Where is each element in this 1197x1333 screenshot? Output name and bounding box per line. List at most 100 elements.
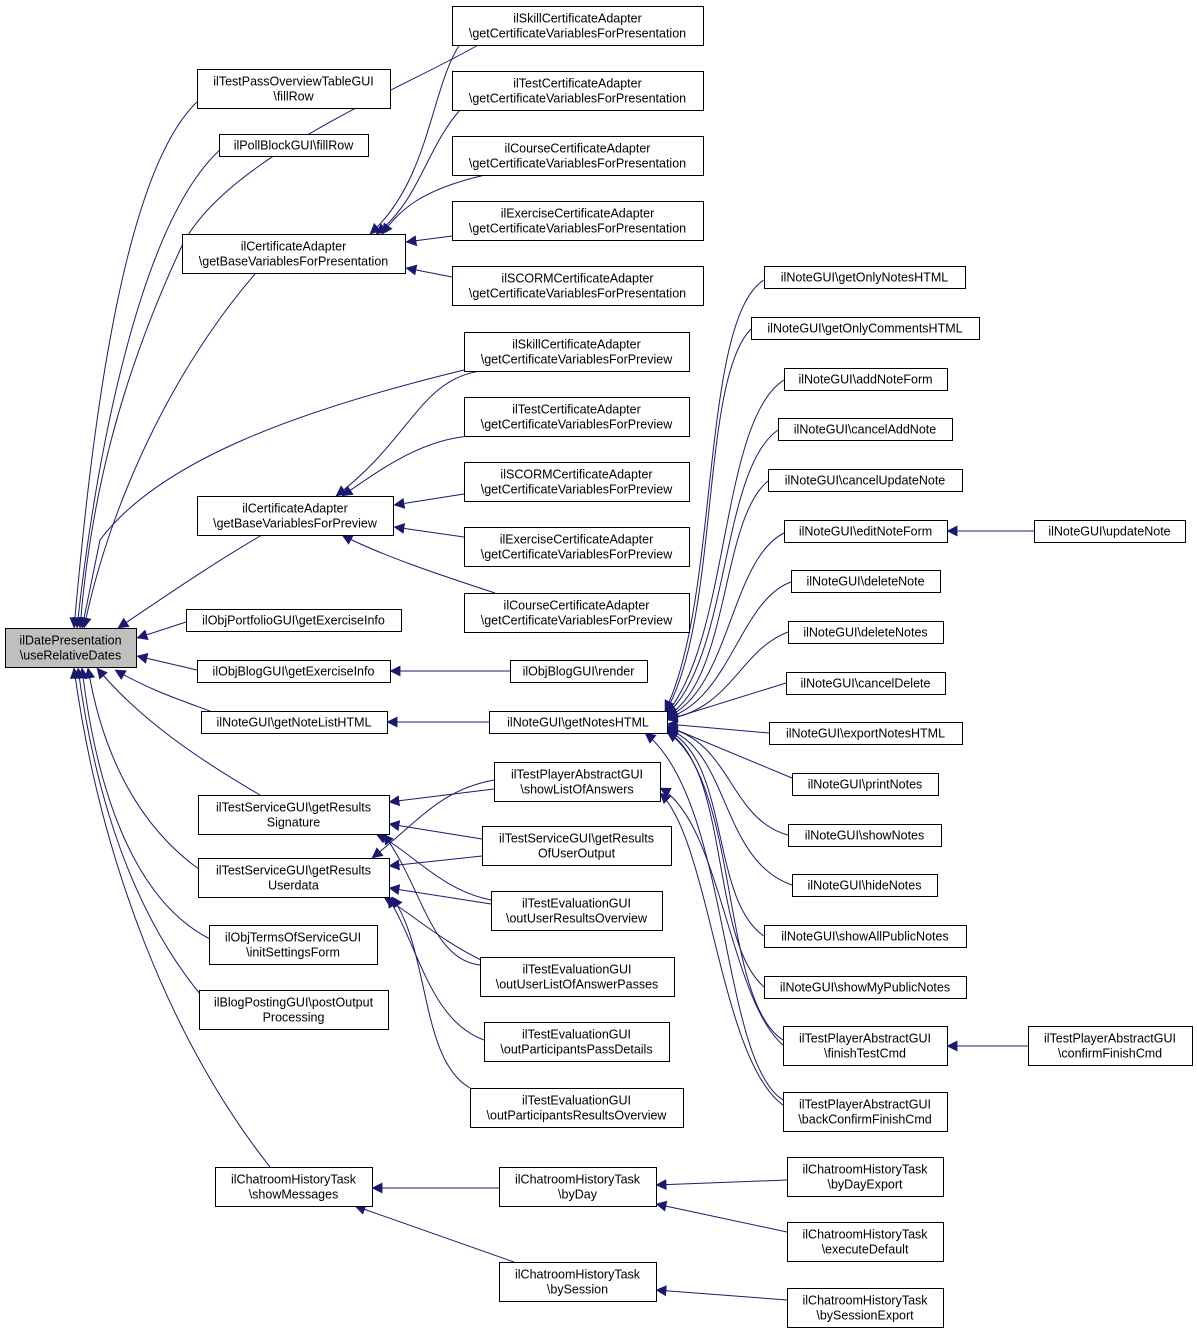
node-label-line: \getCertificateVariablesForPresentation [469, 222, 686, 236]
node-box [784, 368, 948, 391]
node-label-line: ilChatroomHistoryTask [515, 1173, 641, 1187]
node-label-line: ilPollBlockGUI\fillRow [234, 139, 354, 153]
node-label-line: ilTestCertificateAdapter [512, 403, 641, 417]
node-box [494, 762, 661, 802]
node-teuro[interactable]: ilTestEvaluationGUI\outUserResultsOvervi… [491, 891, 663, 931]
node-n_dn[interactable]: ilNoteGUI\deleteNote [791, 570, 941, 593]
node-label-line: ilCourseCertificateAdapter [505, 142, 651, 156]
node-label-line: \getBaseVariablesForPreview [213, 517, 378, 531]
node-skp[interactable]: ilSkillCertificateAdapter\getCertificate… [452, 6, 704, 46]
node-obr[interactable]: ilObjBlogGUI\render [510, 660, 648, 683]
node-poll[interactable]: ilPollBlockGUI\fillRow [219, 134, 369, 157]
node-tpcf[interactable]: ilTestPlayerAbstractGUI\confirmFinishCmd [1028, 1026, 1193, 1066]
node-otos[interactable]: ilObjTermsOfServiceGUI\initSettingsForm [209, 925, 378, 965]
node-n_cd[interactable]: ilNoteGUI\cancelDelete [786, 672, 946, 695]
edge-n_sap-to-ngn [666, 729, 765, 937]
edge-cabp-to-root [80, 249, 278, 629]
node-chsm[interactable]: ilChatroomHistoryTask\showMessages [215, 1167, 373, 1207]
node-root[interactable]: ilDatePresentation\useRelativeDates [5, 628, 137, 668]
node-skv[interactable]: ilSkillCertificateAdapter\getCertificate… [464, 332, 690, 372]
node-box [787, 1157, 944, 1197]
node-box [482, 826, 672, 866]
node-scp[interactable]: ilSCORMCertificateAdapter\getCertificate… [452, 266, 704, 306]
node-n_can[interactable]: ilNoteGUI\cancelAddNote [778, 418, 953, 441]
node-label-line: ilCertificateAdapter [241, 240, 347, 254]
node-obg[interactable]: ilObjBlogGUI\getExerciseInfo [197, 660, 391, 683]
node-n_cun[interactable]: ilNoteGUI\cancelUpdateNote [768, 469, 963, 492]
edge-n_anf-to-ngn [665, 379, 785, 715]
edge-skp-to-cabp [369, 43, 461, 235]
node-label-line: ilNoteGUI\deleteNotes [803, 626, 927, 640]
node-box [198, 795, 390, 835]
node-opf[interactable]: ilObjPortfolioGUI\getExerciseInfo [186, 609, 402, 632]
node-box [783, 1092, 948, 1132]
node-ccp[interactable]: ilCourseCertificateAdapter\getCertificat… [452, 136, 704, 176]
node-ecp[interactable]: ilExerciseCertificateAdapter\getCertific… [452, 201, 704, 241]
node-n_goc[interactable]: ilNoteGUI\getOnlyCommentsHTML [751, 317, 980, 340]
node-box [199, 990, 389, 1030]
node-n_enf[interactable]: ilNoteGUI\editNoteForm [784, 520, 948, 543]
node-box [489, 711, 668, 734]
node-label-line: ilNoteGUI\hideNotes [808, 879, 922, 893]
node-box [1028, 1026, 1193, 1066]
node-tepr[interactable]: ilTestEvaluationGUI\outParticipantsResul… [470, 1088, 684, 1128]
node-n_sn[interactable]: ilNoteGUI\showNotes [788, 824, 942, 847]
node-cabp[interactable]: ilCertificateAdapter\getBaseVariablesFor… [182, 234, 406, 274]
node-box [751, 317, 980, 340]
node-chse[interactable]: ilChatroomHistoryTask\bySessionExport [787, 1288, 944, 1328]
node-ched[interactable]: ilChatroomHistoryTask\executeDefault [787, 1222, 944, 1262]
node-scv[interactable]: ilSCORMCertificateAdapter\getCertificate… [464, 462, 690, 502]
node-box [784, 520, 948, 543]
node-label-line: ilExerciseCertificateAdapter [500, 533, 654, 547]
node-tpbc[interactable]: ilTestPlayerAbstractGUI\backConfirmFinis… [783, 1092, 948, 1132]
node-tcv[interactable]: ilTestCertificateAdapter\getCertificateV… [464, 397, 690, 437]
node-n_pn[interactable]: ilNoteGUI\printNotes [792, 773, 939, 796]
node-ngl[interactable]: ilNoteGUI\getNoteListHTML [201, 711, 388, 734]
edge-tpft-to-ngn [666, 731, 784, 1041]
node-label-line: ilNoteGUI\cancelDelete [801, 677, 931, 691]
node-tcp[interactable]: ilTestCertificateAdapter\getCertificateV… [452, 71, 704, 111]
node-chde[interactable]: ilChatroomHistoryTask\byDayExport [787, 1157, 944, 1197]
node-chbd[interactable]: ilChatroomHistoryTask\byDay [499, 1167, 657, 1207]
edge-n_sn-to-ngn [666, 724, 789, 836]
node-tpo[interactable]: ilTestPassOverviewTableGUI\fillRow [197, 69, 391, 109]
node-n_dns[interactable]: ilNoteGUI\deleteNotes [788, 621, 944, 644]
node-box [215, 1167, 373, 1207]
node-tpft[interactable]: ilTestPlayerAbstractGUI\finishTestCmd [783, 1026, 948, 1066]
node-tpsl[interactable]: ilTestPlayerAbstractGUI\showListOfAnswer… [494, 762, 661, 802]
node-ecv[interactable]: ilExerciseCertificateAdapter\getCertific… [464, 527, 690, 567]
node-n_gon[interactable]: ilNoteGUI\getOnlyNotesHTML [764, 266, 966, 289]
node-chbs[interactable]: ilChatroomHistoryTask\bySession [499, 1262, 657, 1302]
node-label-line: ilTestPlayerAbstractGUI [799, 1098, 931, 1112]
node-n_un[interactable]: ilNoteGUI\updateNote [1034, 520, 1186, 543]
edge-tepp-to-tsgu [387, 896, 485, 1041]
node-label-line: \outUserListOfAnswerPasses [496, 978, 659, 992]
node-box [788, 824, 942, 847]
edge-tpbc-to-ngn [644, 732, 784, 1101]
edge-n_enh-to-ngn [666, 719, 770, 734]
node-n_sap[interactable]: ilNoteGUI\showAllPublicNotes [764, 925, 967, 948]
node-n_anf[interactable]: ilNoteGUI\addNoteForm [784, 368, 948, 391]
node-label-line: ilSkillCertificateAdapter [512, 338, 641, 352]
node-n_smp[interactable]: ilNoteGUI\showMyPublicNotes [764, 976, 967, 999]
node-label-line: ilNoteGUI\showAllPublicNotes [781, 930, 948, 944]
node-ngn[interactable]: ilNoteGUI\getNotesHTML [489, 711, 668, 734]
node-box [787, 1222, 944, 1262]
edge-n_dns-to-ngn [666, 631, 789, 723]
node-label-line: ilChatroomHistoryTask [515, 1268, 641, 1282]
node-box [484, 1022, 670, 1062]
edge-ccp-to-cabp [381, 174, 486, 235]
node-cabv[interactable]: ilCertificateAdapter\getBaseVariablesFor… [197, 496, 394, 536]
edge-teuro-to-tsgu [388, 884, 492, 905]
node-tepp[interactable]: ilTestEvaluationGUI\outParticipantsPassD… [484, 1022, 670, 1062]
edge-ccv-to-cabv [341, 534, 496, 594]
node-n_enh[interactable]: ilNoteGUI\exportNotesHTML [769, 722, 963, 745]
node-teul[interactable]: ilTestEvaluationGUI\outUserListOfAnswerP… [480, 957, 675, 997]
node-ccv[interactable]: ilCourseCertificateAdapter\getCertificat… [464, 593, 690, 633]
node-n_hn[interactable]: ilNoteGUI\hideNotes [792, 874, 938, 897]
